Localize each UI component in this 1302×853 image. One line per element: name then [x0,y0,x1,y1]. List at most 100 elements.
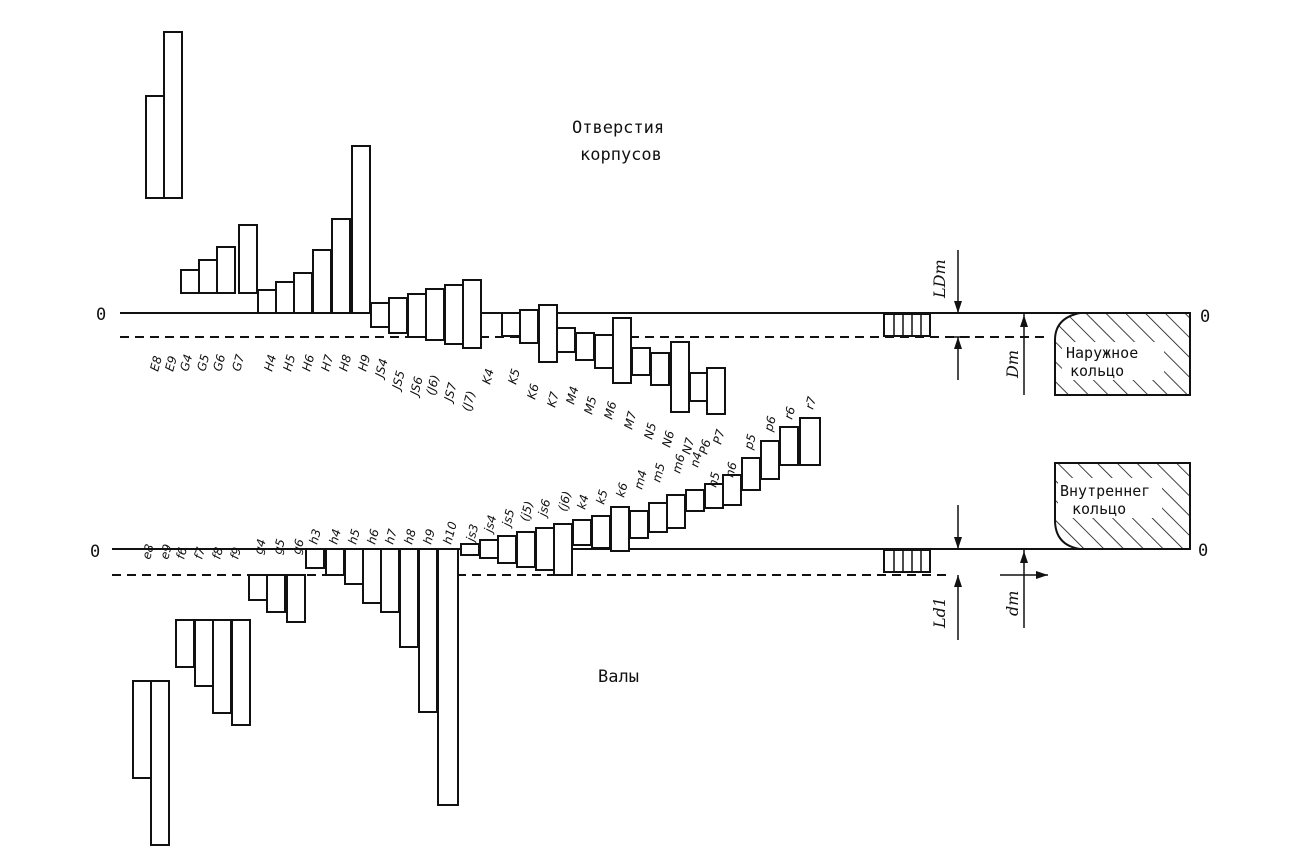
housing-zone-bar [351,145,371,314]
shaft-class-label: g5 [270,537,287,555]
shaft-zone-bar [132,680,152,779]
housing-zone-bar [519,309,539,344]
housing-class-label: G4 [177,353,195,373]
shaft-zone-bar [610,506,630,552]
zero-label-top-right: 0 [1200,307,1210,327]
shaft-zone-bar [460,543,480,556]
shaft-zone-bar [194,619,214,687]
housing-zone-bar [388,297,408,334]
delta-D-label: LDm [930,259,949,299]
shaft-zone-bar [553,523,573,576]
shaft-class-label: n4 [687,450,704,468]
housing-zone-bar [689,372,709,402]
shaft-class-label: g6 [289,537,307,556]
housing-zone-bar [501,312,521,337]
housing-class-label: H5 [280,353,298,373]
housing-class-label: H7 [318,353,336,373]
housing-zone-bar [631,347,651,376]
housing-zone-bar [462,279,482,349]
shaft-zone-bar [286,574,306,623]
shaft-zone-bar [648,502,668,533]
housing-tolerance-bars [145,31,726,415]
shaft-class-label: m5 [649,461,668,483]
housing-zone-bar [444,284,464,345]
shaft-zone-bar [266,574,286,613]
housing-class-label: N6 [659,429,677,449]
shaft-zone-bar [248,574,268,601]
housing-class-label: N5 [641,421,659,441]
shaft-zone-bar [231,619,251,726]
housing-zone-bar [650,352,670,386]
housing-zone-bar [198,259,218,294]
housing-class-label: N7 [679,436,697,456]
shaft-zone-bar [380,548,400,613]
shaft-class-label: js4 [481,514,500,536]
shaft-tolerance-bars [132,417,821,846]
bearing-inner-tolerance-symbol [883,549,931,573]
shaft-class-label: (j6) [555,490,574,513]
outer-ring-label-bg [1062,342,1164,380]
shaft-class-label: k4 [574,493,591,511]
housing-zone-bar [163,31,183,199]
bearing-outer-tolerance-symbol [883,313,931,337]
housing-class-label: E8 [147,354,165,373]
housing-class-label: M4 [563,385,581,406]
zero-label-top-left: 0 [96,305,106,325]
housing-title-line2: корпусов [580,145,662,165]
shaft-zone-bar [516,531,536,568]
shaft-class-label: h6 [364,527,382,546]
housing-zone-bar [312,249,332,314]
housing-class-label: P6 [696,437,713,455]
shaft-class-label: h8 [401,527,419,546]
shaft-zone-bar [175,619,195,668]
housing-class-label: H6 [299,353,317,373]
housing-class-label: JS6 [407,375,426,399]
housing-zone-bar [670,341,690,413]
shaft-class-label: n5 [705,470,722,488]
housing-class-label: K4 [479,367,497,386]
housing-zone-bar [425,288,445,341]
housing-zone-bar [407,293,427,338]
shaft-class-label: f9 [227,546,244,561]
shaft-class-label: p5 [741,432,759,451]
housing-class-label: K7 [544,390,562,409]
housing-class-label: H9 [355,353,373,373]
shaft-class-label: k5 [593,488,610,506]
housing-zone-bar [293,272,313,314]
shaft-zone-bar [629,510,649,539]
housing-zone-bar [331,218,351,314]
housing-class-label: JS4 [372,357,391,381]
housing-zone-bar [257,289,277,314]
housing-class-label: JS7 [441,381,460,405]
housing-zone-bar [145,95,165,199]
housing-class-label: M7 [621,409,639,430]
shaft-class-label: (j5) [517,500,536,523]
shaft-zone-bar [399,548,419,648]
zero-label-bottom-right: 0 [1198,541,1208,561]
zero-label-bottom-left: 0 [90,542,100,562]
shaft-class-label: n6 [722,460,740,479]
shaft-zone-bar [479,539,499,559]
shaft-zone-bar [362,548,382,604]
housing-class-label: M5 [581,395,599,416]
shaft-class-label: f6 [173,545,190,560]
shaft-zone-bar [418,548,438,713]
shaft-class-label: h4 [326,527,343,545]
housing-zone-bar [275,281,295,314]
shaft-zone-bar [437,548,459,806]
outer-ring-label-2: кольцо [1070,362,1124,380]
shaft-class-label: f7 [191,545,208,560]
housing-zone-bar [538,304,558,363]
inner-ring-label-bg [1058,478,1162,518]
housing-class-label: H4 [261,353,279,373]
shaft-zone-bar [150,680,170,846]
shaft-class-label: h9 [420,527,437,545]
housing-zone-bar [370,302,390,328]
housing-zone-bar [706,367,726,415]
shaft-class-label: f8 [209,545,226,560]
delta-d-dimension [954,505,962,640]
shaft-zone-bar [722,474,742,506]
shaft-zone-bar [591,515,611,549]
shaft-class-label: h7 [382,527,400,546]
housing-zone-bar [594,334,614,369]
